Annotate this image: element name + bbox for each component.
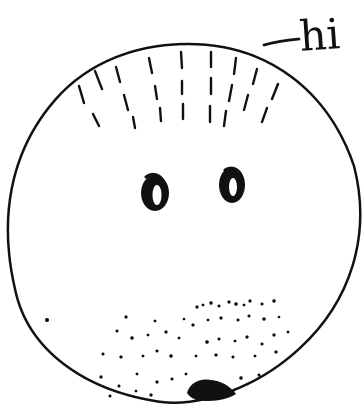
left-eye-icon (141, 174, 169, 211)
label-pointer-dash (264, 39, 299, 45)
mouth-shape (187, 380, 236, 401)
hair-stroke-group (79, 52, 278, 128)
round-face-outline (8, 44, 360, 403)
right-eye-icon (219, 167, 245, 203)
eyes-group (141, 167, 245, 211)
